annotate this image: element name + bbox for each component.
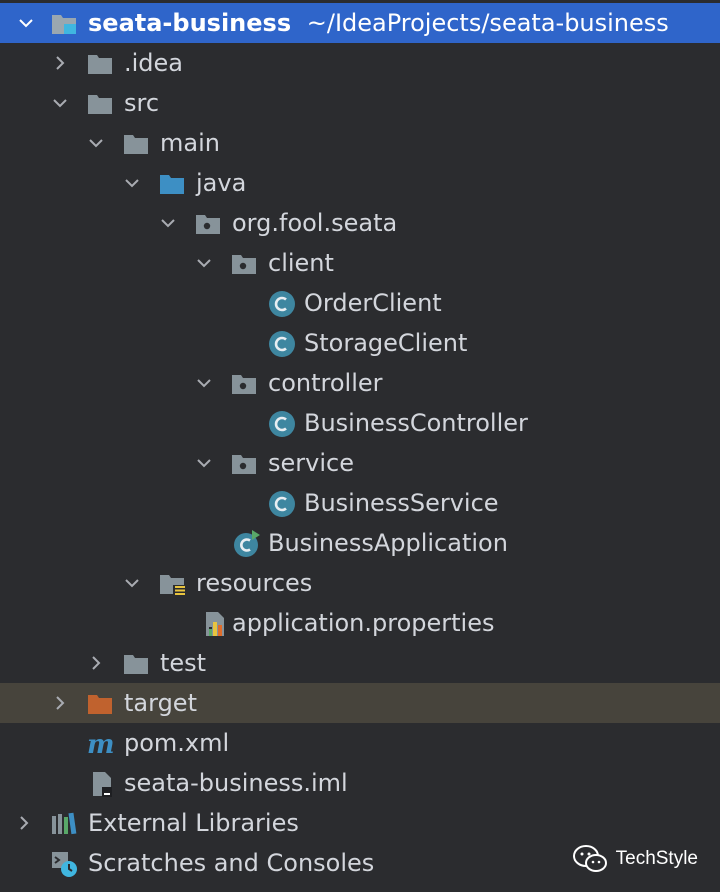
watermark: TechStyle bbox=[572, 844, 698, 874]
tree-label: seata-business.iml bbox=[124, 769, 348, 797]
tree-label: StorageClient bbox=[304, 329, 468, 357]
watermark-text: TechStyle bbox=[615, 848, 698, 869]
tree-row-pom[interactable]: m pom.xml bbox=[0, 723, 720, 763]
tree-row-client[interactable]: client bbox=[0, 243, 720, 283]
project-name: seata-business bbox=[88, 9, 292, 37]
tree-row-main[interactable]: main bbox=[0, 123, 720, 163]
package-icon bbox=[230, 250, 258, 278]
tree-label: client bbox=[268, 249, 334, 277]
chevron-right-icon[interactable] bbox=[48, 43, 72, 83]
chevron-down-icon[interactable] bbox=[156, 203, 180, 243]
tree-row-storage-client[interactable]: StorageClient bbox=[0, 323, 720, 363]
tree-label: controller bbox=[268, 369, 383, 397]
tree-row-idea[interactable]: .idea bbox=[0, 43, 720, 83]
chevron-right-icon[interactable] bbox=[12, 803, 36, 843]
tree-row-order-client[interactable]: OrderClient bbox=[0, 283, 720, 323]
chevron-down-icon[interactable] bbox=[48, 83, 72, 123]
tree-label: Scratches and Consoles bbox=[88, 849, 375, 877]
class-icon bbox=[268, 410, 296, 438]
tree-row-business-controller[interactable]: BusinessController bbox=[0, 403, 720, 443]
folder-icon bbox=[122, 130, 150, 158]
chevron-down-icon[interactable] bbox=[192, 243, 216, 283]
module-folder-icon bbox=[50, 10, 78, 38]
tree-label: resources bbox=[196, 569, 313, 597]
folder-icon bbox=[86, 90, 114, 118]
maven-icon: m bbox=[86, 730, 114, 758]
properties-file-icon bbox=[200, 610, 228, 638]
tree-label: .idea bbox=[124, 49, 184, 77]
package-icon bbox=[230, 450, 258, 478]
tree-row-package[interactable]: org.fool.seata bbox=[0, 203, 720, 243]
tree-row-test[interactable]: test bbox=[0, 643, 720, 683]
class-icon bbox=[268, 490, 296, 518]
folder-icon bbox=[122, 650, 150, 678]
tree-row-controller[interactable]: controller bbox=[0, 363, 720, 403]
tree-row-external-libraries[interactable]: External Libraries bbox=[0, 803, 720, 843]
chevron-down-icon[interactable] bbox=[120, 163, 144, 203]
tree-row-project-root[interactable]: seata-business ~/IdeaProjects/seata-busi… bbox=[0, 3, 720, 43]
tree-label: pom.xml bbox=[124, 729, 230, 757]
tree-label: test bbox=[160, 649, 207, 677]
library-icon bbox=[50, 810, 78, 838]
tree-label: External Libraries bbox=[88, 809, 299, 837]
chevron-right-icon[interactable] bbox=[84, 643, 108, 683]
tree-row-src[interactable]: src bbox=[0, 83, 720, 123]
tree-row-service[interactable]: service bbox=[0, 443, 720, 483]
scratches-icon bbox=[50, 850, 78, 878]
package-icon bbox=[230, 370, 258, 398]
tree-label: BusinessApplication bbox=[268, 529, 508, 557]
tree-row-business-application[interactable]: BusinessApplication bbox=[0, 523, 720, 563]
tree-row-target[interactable]: target bbox=[0, 683, 720, 723]
tree-row-iml[interactable]: seata-business.iml bbox=[0, 763, 720, 803]
iml-file-icon bbox=[88, 770, 116, 798]
runnable-class-icon bbox=[232, 530, 260, 558]
wechat-icon bbox=[572, 845, 607, 872]
project-path: ~/IdeaProjects/seata-business bbox=[306, 9, 669, 37]
tree-label: application.properties bbox=[232, 609, 495, 637]
excluded-folder-icon bbox=[86, 690, 114, 718]
chevron-down-icon[interactable] bbox=[120, 563, 144, 603]
tree-label: src bbox=[124, 89, 160, 117]
tree-label: org.fool.seata bbox=[232, 209, 398, 237]
resources-folder-icon bbox=[158, 570, 186, 598]
tree-row-scratches[interactable]: Scratches and Consoles bbox=[0, 843, 720, 883]
folder-icon bbox=[86, 50, 114, 78]
tree-label: service bbox=[268, 449, 354, 477]
tree-label: BusinessController bbox=[304, 409, 528, 437]
project-tree: seata-business ~/IdeaProjects/seata-busi… bbox=[0, 3, 720, 883]
chevron-down-icon[interactable] bbox=[192, 443, 216, 483]
chevron-down-icon[interactable] bbox=[84, 123, 108, 163]
svg-text:m: m bbox=[87, 730, 114, 758]
tree-row-java[interactable]: java bbox=[0, 163, 720, 203]
tree-label: BusinessService bbox=[304, 489, 499, 517]
tree-label: main bbox=[160, 129, 220, 157]
tree-label: OrderClient bbox=[304, 289, 442, 317]
package-icon bbox=[194, 210, 222, 238]
chevron-down-icon[interactable] bbox=[192, 363, 216, 403]
tree-label: java bbox=[196, 169, 247, 197]
tree-row-business-service[interactable]: BusinessService bbox=[0, 483, 720, 523]
source-folder-icon bbox=[158, 170, 186, 198]
chevron-right-icon[interactable] bbox=[48, 683, 72, 723]
tree-row-resources[interactable]: resources bbox=[0, 563, 720, 603]
class-icon bbox=[268, 290, 296, 318]
chevron-down-icon[interactable] bbox=[14, 3, 38, 43]
tree-row-application-properties[interactable]: application.properties bbox=[0, 603, 720, 643]
tree-label: target bbox=[124, 689, 197, 717]
class-icon bbox=[268, 330, 296, 358]
